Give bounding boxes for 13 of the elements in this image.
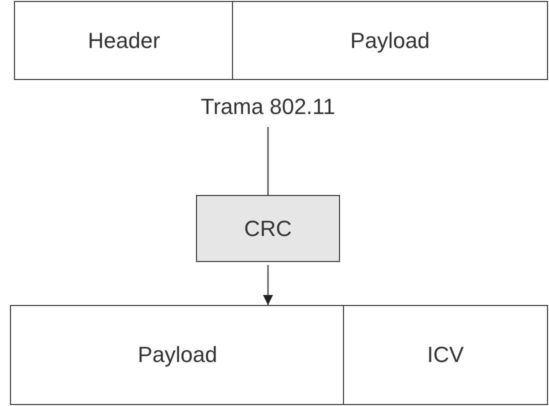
process-box <box>196 195 340 262</box>
header-cell <box>14 1 234 80</box>
cell-text: Payload <box>138 342 218 368</box>
icv-cell <box>343 305 548 405</box>
cell-text: CRC <box>244 216 292 242</box>
cell-text: ICV <box>427 342 464 368</box>
payload-cell <box>232 1 548 80</box>
cell-text: Payload <box>350 28 430 54</box>
connector-line <box>267 127 269 195</box>
cell-text: Header <box>88 28 160 54</box>
frame-label: Trama 802.11 <box>200 94 336 120</box>
arrow <box>263 265 273 305</box>
payload-cell <box>10 305 345 405</box>
